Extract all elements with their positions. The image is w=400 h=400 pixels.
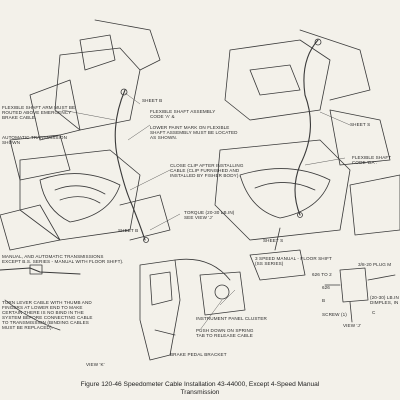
caption-line-2: Transmission [180, 389, 220, 396]
label-sheet-s-right: SHEET S [350, 122, 371, 127]
floor-shift-assembly [249, 249, 306, 281]
right-firewall-panel [224, 39, 331, 121]
label-flex-shaft-left: FLEXIBLE SHAFT ARM MUST BE ROUTED ABOVE … [2, 105, 76, 120]
label-dimples: (20-30) LB.IN DIMPLES, IN [370, 295, 399, 305]
label-sheet-b-top: SHEET B [142, 98, 163, 103]
label-push-down: PUSH DOWN ON SPRING TAB TO RELEASE CABLE [196, 328, 254, 338]
label-screw-1: SCREW (1) [322, 312, 347, 317]
label-close-clip: CLOSE CLIP AFTER INSTALLING CABLE (CLIP … [170, 163, 244, 178]
label-ref-626b: 626 [322, 285, 330, 290]
left-cowl [94, 19, 161, 71]
label-manual-auto: MANUAL, AND AUTOMATIC TRANSMISSIONS EXCE… [2, 254, 124, 264]
label-three-speed: 3 SPEED MANUAL - FLOOR SHIFT (SS SERIES) [255, 256, 332, 266]
label-ref-626: 626 TO 2 [312, 272, 332, 277]
label-sheet-s-mid: SHEET S [263, 238, 284, 243]
left-dash-panel [79, 34, 116, 71]
left-speedometer-cable [114, 89, 146, 241]
figure-caption: Figure 120-46 Speedometer Cable Installa… [0, 381, 400, 397]
right-floor-tunnel [214, 139, 351, 241]
label-ref-b: B [322, 298, 326, 303]
lower-left-cable-end [0, 267, 81, 275]
left-firewall-panel [54, 47, 141, 131]
label-bolt-top: 3/8-20 PLUG M [358, 262, 392, 267]
label-view-j: VIEW 'J' [343, 323, 361, 328]
label-flex-shaft-right: FLEXIBLE SHAFT CODE 'DA'. [352, 155, 392, 165]
label-ref-c: C [372, 310, 376, 315]
label-sheet-b-mid: SHEET B [118, 228, 139, 233]
caption-line-1: Figure 120-46 Speedometer Cable Installa… [80, 381, 320, 388]
label-flex-shaft-assembly: FLEXIBLE SHAFT ASSEMBLY CODE 'A' & [150, 109, 216, 119]
label-lower-paint-mark: LOWER PAINT MARK ON FLEXIBLE SHAFT ASSEM… [150, 125, 238, 140]
label-instrument-panel: INSTRUMENT PANEL CLUSTER [196, 316, 267, 321]
label-torque: TORQUE (20-30 LB.IN) SEE VIEW 'J' [184, 210, 235, 220]
label-view-k: VIEW 'K' [86, 362, 105, 367]
view-j-bolt [339, 267, 369, 303]
label-turn-lever: TURN LEVER CABLE WITH THUMB AND FINGERS … [2, 300, 93, 330]
left-floor-tunnel [19, 149, 141, 241]
instrument-panel-cluster [199, 271, 246, 316]
label-brake-pedal: BRAKE PEDAL BRACKET [170, 352, 227, 357]
right-speedometer-cable [294, 39, 319, 216]
label-auto-trans: AUTOMATIC TRANSMISSION SHOWN [2, 135, 67, 145]
brake-pedal-bracket [139, 259, 181, 361]
